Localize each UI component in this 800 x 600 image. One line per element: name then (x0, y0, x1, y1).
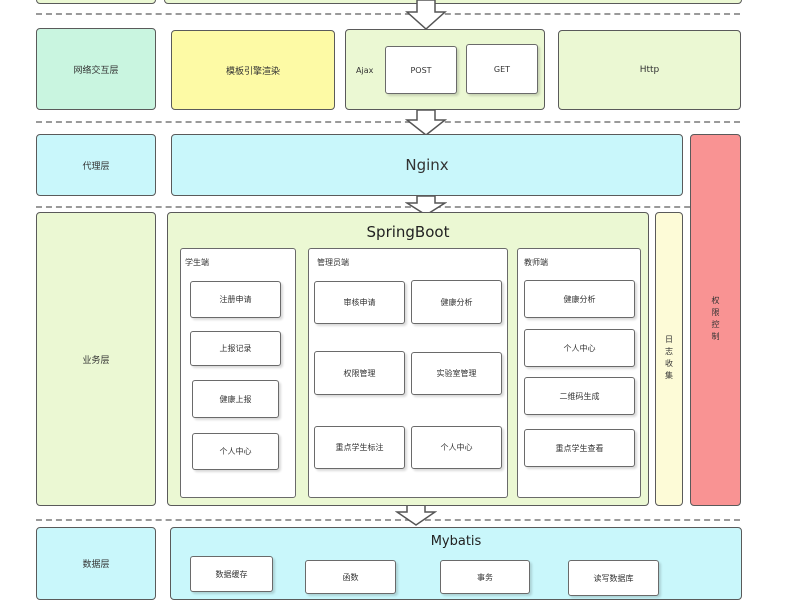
admin-item: 重点学生标注 (314, 426, 405, 469)
admin-item: 实验室管理 (411, 352, 502, 395)
teacher-item: 个人中心 (524, 329, 635, 367)
network-layer-label: 网络交互层 (36, 28, 156, 110)
mybatis-item: 事务 (440, 560, 530, 594)
separator-3 (36, 206, 740, 208)
separator-1 (36, 13, 740, 15)
business-layer-label: 业务层 (36, 212, 156, 506)
mybatis-item: 读写数据库 (568, 560, 659, 596)
ajax-label: Ajax (356, 66, 374, 75)
top-cut-box-right (164, 0, 742, 4)
down-arrow-icon (395, 504, 437, 526)
teacher-item: 重点学生查看 (524, 429, 635, 467)
teacher-item: 健康分析 (524, 280, 635, 318)
down-arrow-icon (405, 196, 447, 216)
student-item: 健康上报 (192, 380, 279, 418)
proxy-layer-label: 代理层 (36, 134, 156, 196)
permission-control-label: 权限控制 (711, 296, 720, 344)
log-collection-label: 日志收集 (664, 335, 674, 383)
mybatis-item: 数据缓存 (190, 556, 273, 592)
http-box: Http (558, 30, 741, 110)
mybatis-item: 函数 (305, 560, 396, 594)
nginx-box: Nginx (171, 134, 683, 196)
get-box: GET (466, 44, 538, 94)
springboot-title: SpringBoot (366, 223, 450, 241)
log-collection-box: 日志收集 (655, 212, 683, 506)
template-engine-box: 模板引擎渲染 (171, 30, 335, 110)
student-item: 注册申请 (190, 281, 281, 318)
permission-control-box: 权限控制 (690, 134, 741, 506)
student-item: 个人中心 (192, 433, 279, 470)
mybatis-title: Mybatis (430, 534, 482, 549)
teacher-panel-title: 教师端 (524, 258, 548, 267)
admin-item: 审核申请 (314, 281, 405, 324)
admin-item: 权限管理 (314, 351, 405, 395)
separator-2 (36, 121, 740, 123)
post-box: POST (385, 46, 457, 94)
admin-item: 健康分析 (411, 280, 502, 324)
admin-item: 个人中心 (411, 426, 502, 469)
top-cut-box-left (36, 0, 156, 4)
student-panel-title: 学生端 (185, 258, 209, 267)
teacher-item: 二维码生成 (524, 377, 635, 415)
down-arrow-icon (405, 110, 447, 136)
data-layer-label: 数据层 (36, 527, 156, 600)
down-arrow-icon (405, 0, 447, 30)
student-item: 上报记录 (190, 331, 281, 366)
separator-4 (36, 519, 740, 521)
admin-panel-title: 管理员端 (317, 258, 349, 267)
